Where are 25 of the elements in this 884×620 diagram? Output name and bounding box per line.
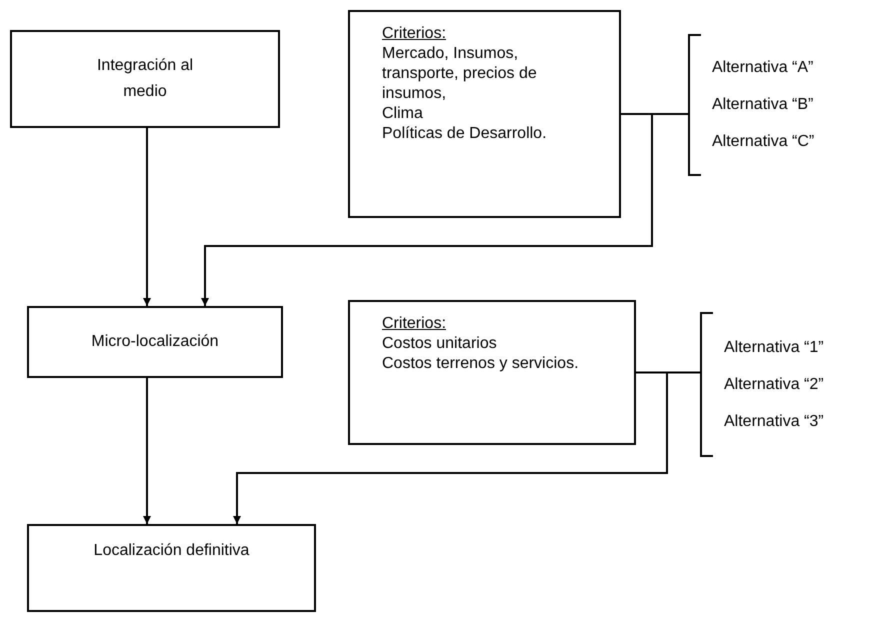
arrow <box>233 372 668 524</box>
alternative-label: Alternativa “2” <box>724 374 825 394</box>
criteria-heading: Criterios: <box>382 314 448 334</box>
box-text: Integración al medio <box>96 56 194 102</box>
arrow <box>143 128 151 306</box>
alternative-label: Alternativa “3” <box>724 412 825 432</box>
arrow <box>201 113 653 306</box>
alternative-label: Alternativa “A” <box>712 58 814 78</box>
alternative-label: Alternativa “1” <box>724 338 825 358</box>
criteria-text: Clima <box>382 104 424 124</box>
criteria-text: Políticas de Desarrollo. <box>382 124 548 144</box>
alternative-label: Alternativa “B” <box>712 95 814 115</box>
criteria-text: Costos terrenos y servicios. <box>382 354 580 374</box>
criteria-box <box>348 10 621 218</box>
process-box <box>27 524 316 612</box>
box-text: Micro-localización <box>91 332 219 352</box>
alternative-label: Alternativa “C” <box>712 132 816 152</box>
criteria-text: Costos unitarios <box>382 334 498 354</box>
arrow <box>143 378 151 524</box>
criteria-text: Mercado, Insumos, transporte, precios de insumos, <box>382 44 538 104</box>
process-box <box>27 306 283 378</box>
criteria-heading: Criterios: <box>382 24 448 44</box>
box-text: Localización definitiva <box>94 541 250 561</box>
criteria-box <box>348 300 636 445</box>
process-box <box>10 30 280 128</box>
